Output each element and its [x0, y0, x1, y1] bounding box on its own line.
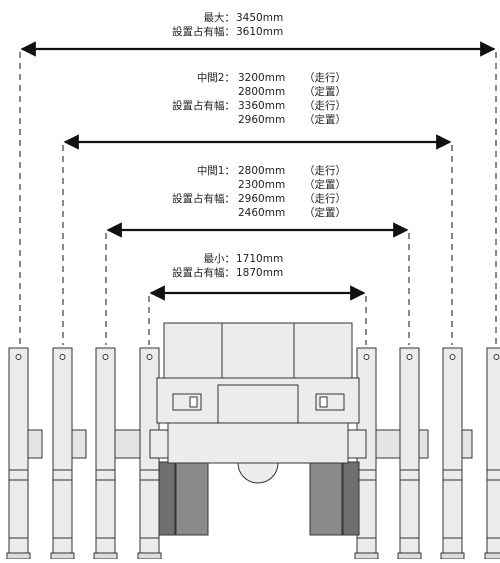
center-box: [217, 384, 299, 426]
max-occupied-label: 設置占有幅：: [172, 26, 235, 38]
machine-body: [149, 322, 367, 484]
max-value: 3450mm: [236, 12, 284, 24]
mid1-occupied-fixed-note: （定置）: [304, 207, 346, 219]
post-feet: [6, 552, 500, 560]
mid2-label: 中間2：: [196, 72, 235, 84]
mid1-occupied-fixed-value: 2460mm: [238, 207, 286, 219]
mid2-occupied-running-note: （走行）: [304, 100, 346, 112]
mid2-occupied-label: 設置占有幅：: [172, 100, 235, 112]
mid2-running-value: 3200mm: [238, 72, 286, 84]
mid2-occupied-running-value: 3360mm: [238, 100, 286, 112]
min-occupied-label: 設置占有幅：: [172, 267, 235, 279]
min-occupied-value: 1870mm: [236, 267, 284, 279]
mid1-fixed-note: （定置）: [304, 179, 346, 191]
mid1-occupied-running-value: 2960mm: [238, 193, 286, 205]
extension-lines: [19, 52, 497, 345]
post-left-3: [95, 347, 116, 554]
mid1-running-note: （走行）: [304, 165, 346, 177]
mid2-occupied-fixed-note: （定置）: [304, 114, 346, 126]
mid1-running-value: 2800mm: [238, 165, 286, 177]
mid1-occupied-running-note: （走行）: [304, 193, 346, 205]
dimension-arrows: [20, 41, 496, 301]
min-value: 1710mm: [236, 253, 284, 265]
mid2-running-note: （走行）: [304, 72, 346, 84]
post-right-1: [486, 347, 500, 554]
post-right-2: [442, 347, 463, 554]
mid2-fixed-note: （定置）: [304, 86, 346, 98]
mid1-occupied-label: 設置占有幅：: [172, 193, 235, 205]
mid2-fixed-value: 2800mm: [238, 86, 286, 98]
crawler-tracks: [158, 461, 360, 536]
post-left-2: [52, 347, 73, 554]
min-label: 最小：: [203, 253, 236, 265]
post-left-1: [8, 347, 29, 554]
cabin: [163, 322, 353, 379]
post-right-3: [399, 347, 420, 554]
center-hub: [237, 462, 279, 484]
lower-frame: [167, 422, 349, 464]
mid1-label: 中間1：: [196, 165, 235, 177]
mid1-fixed-value: 2300mm: [238, 179, 286, 191]
outrigger-posts: [8, 347, 500, 554]
max-label: 最大：: [203, 12, 236, 24]
max-occupied-value: 3610mm: [236, 26, 284, 38]
mid2-occupied-fixed-value: 2960mm: [238, 114, 286, 126]
